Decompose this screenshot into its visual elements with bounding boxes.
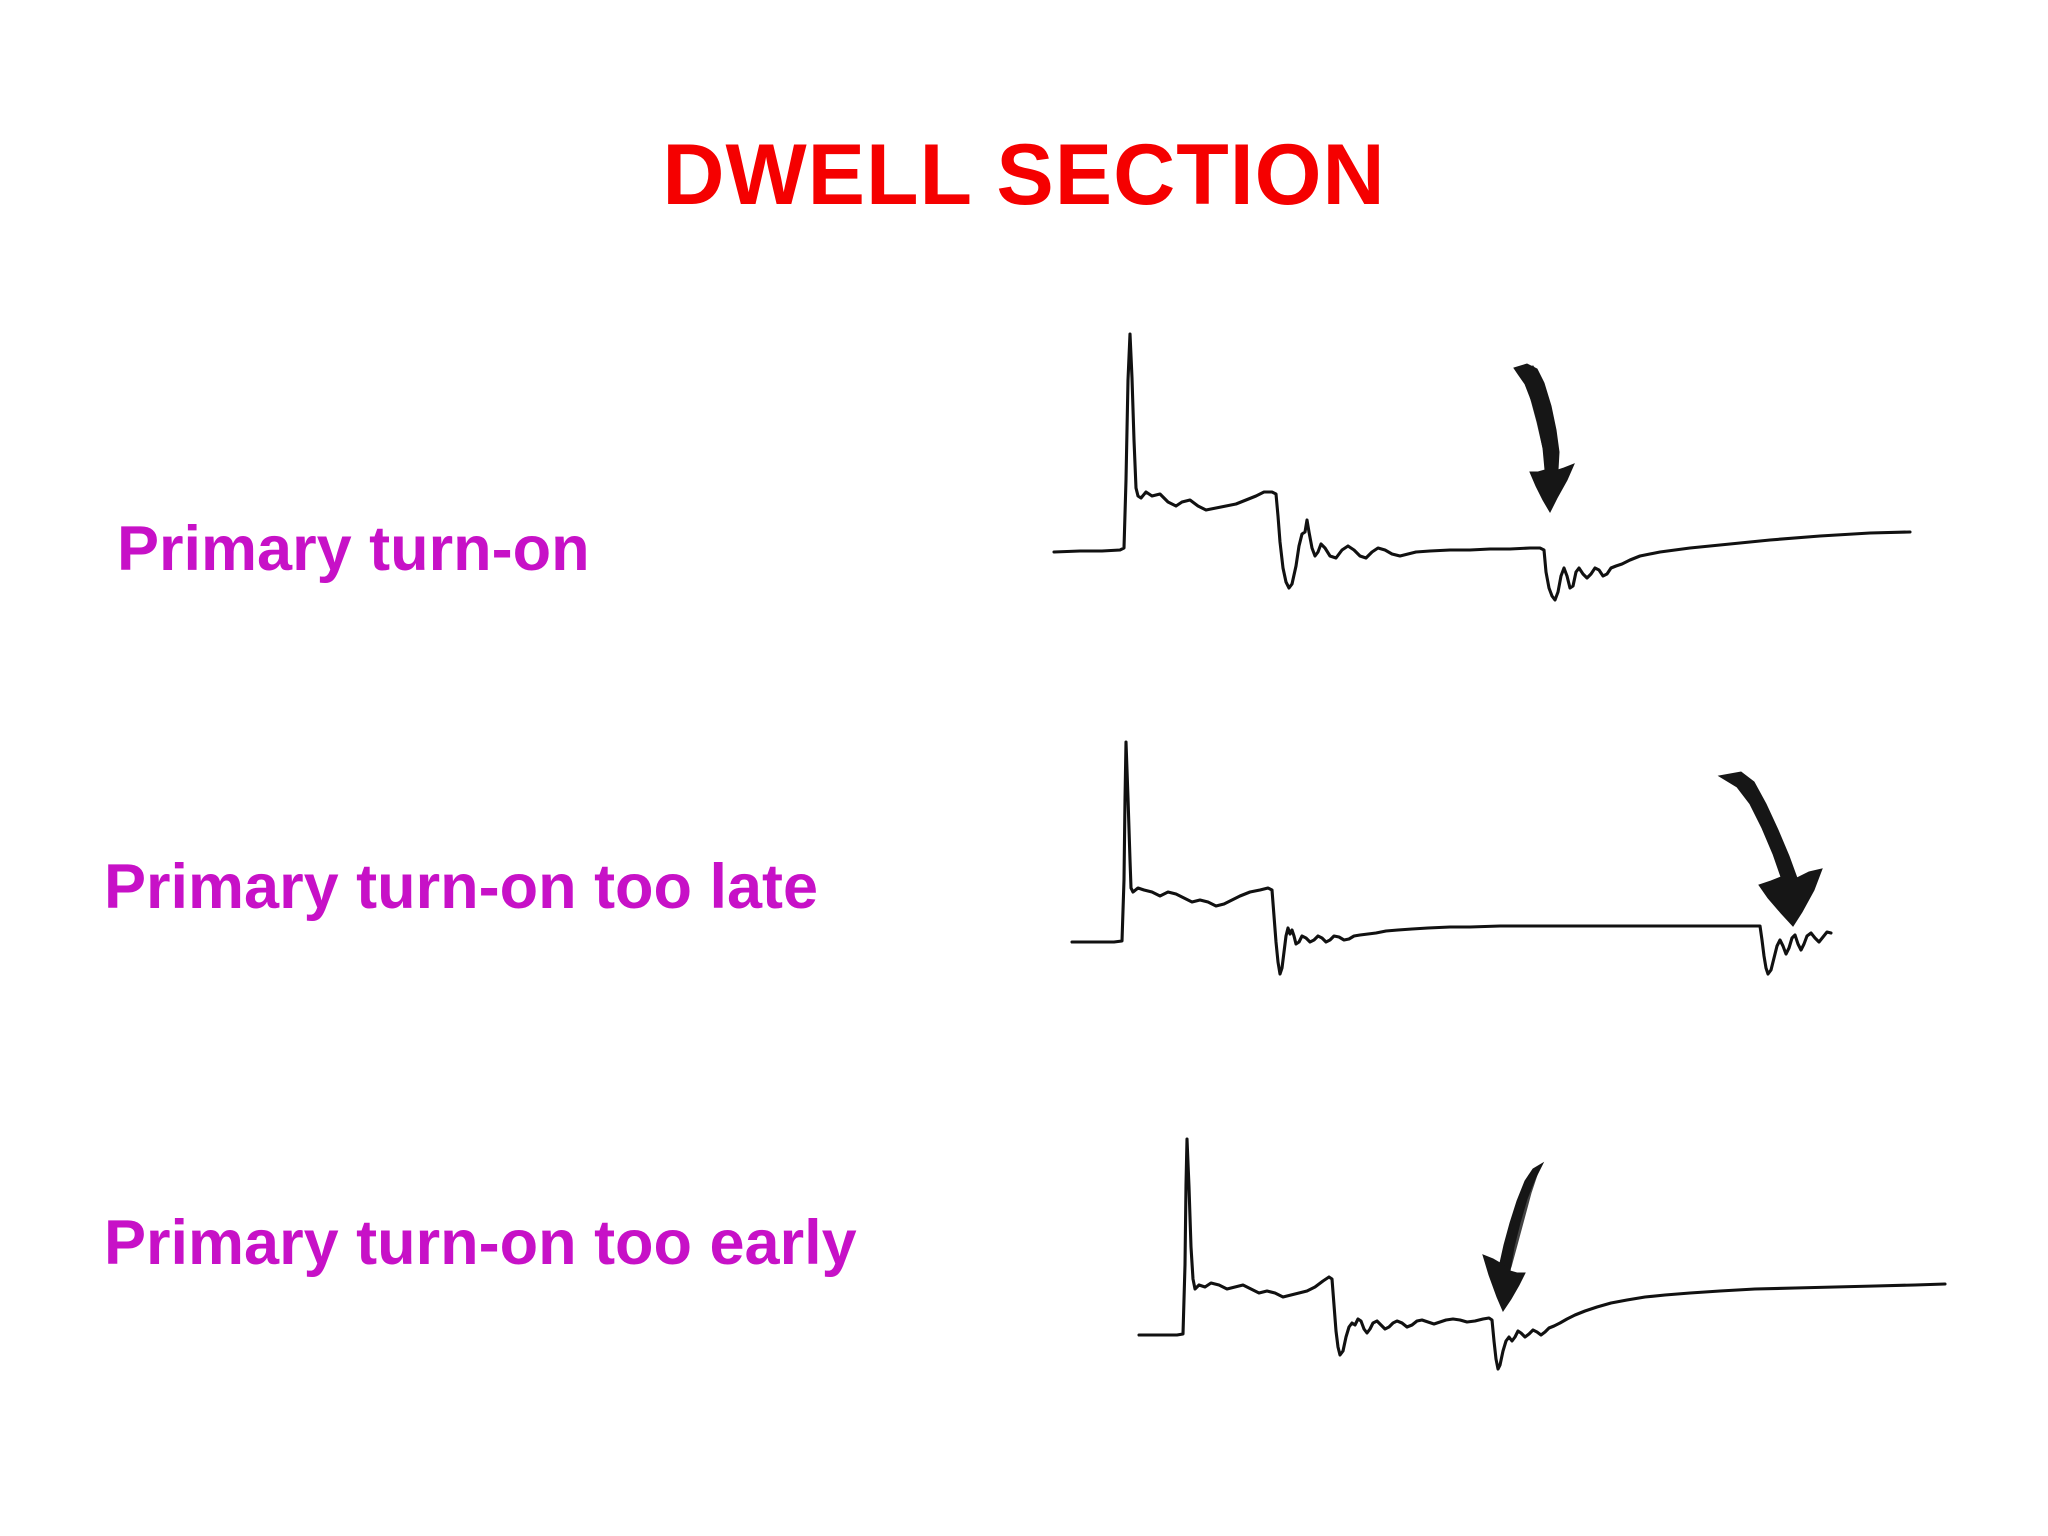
waveform-trace-3 [1137,1137,1947,1371]
row-label-primary-turn-on: Primary turn-on [117,514,590,584]
waveform-chart-primary-turn-on [1040,320,1940,620]
row-label-primary-turn-on-too-early: Primary turn-on too early [104,1208,857,1278]
row-label-primary-turn-on-too-late: Primary turn-on too late [104,852,819,922]
waveform-svg-1 [1052,332,1912,602]
waveform-chart-primary-turn-on-too-early [1125,1125,1995,1425]
waveform-trace-2 [1070,740,1833,976]
waveform-svg-2 [1070,740,1833,976]
waveform-trace-1 [1052,332,1912,602]
page-title: DWELL SECTION [662,127,1386,223]
down-arrow-icon [1513,363,1575,514]
down-arrow-icon [1482,1161,1545,1313]
down-arrow-icon [1717,771,1823,927]
waveform-chart-primary-turn-on-too-late [1060,730,1960,1040]
waveform-svg-3 [1137,1137,1947,1371]
